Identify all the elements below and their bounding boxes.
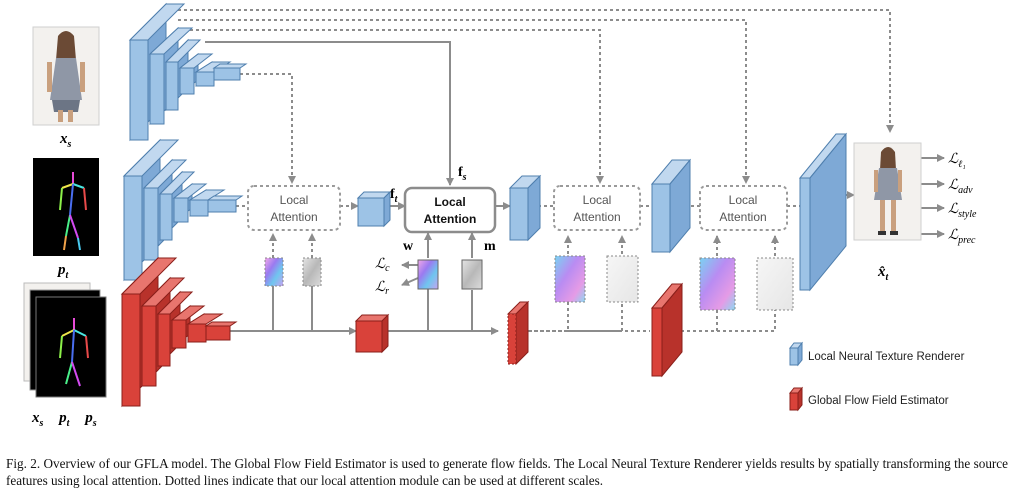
caption-text: Overview of our GFLA model. The Global F… xyxy=(6,456,1009,488)
loss-l1: ℒℓ₁ xyxy=(948,152,966,170)
legend-blue: Local Neural Texture Renderer xyxy=(788,341,965,367)
flow-block-red-3 xyxy=(650,282,684,378)
legend-red: Global Flow Field Estimator xyxy=(788,386,949,412)
local-attention-main: Local Attention xyxy=(403,186,497,234)
label-m: m xyxy=(484,239,496,254)
flow-field-medium xyxy=(554,255,586,303)
flow-encoder-red xyxy=(120,256,238,408)
svg-text:Attention: Attention xyxy=(270,210,317,224)
gfla-architecture-diagram: xs pt xs xyxy=(23,2,977,430)
loss-lr: ℒr xyxy=(375,280,389,297)
svg-text:Local: Local xyxy=(434,195,465,209)
target-encoder-blue xyxy=(122,138,244,282)
local-attention-dashed-3: Local Attention xyxy=(699,185,788,231)
feature-block-decoder1 xyxy=(508,174,542,242)
flow-block-red-2 xyxy=(506,300,530,366)
enc1-layer2 xyxy=(148,26,194,126)
target-pose-pt xyxy=(33,158,99,256)
svg-text:Local: Local xyxy=(280,193,309,207)
loss-adv: ℒadv xyxy=(948,178,973,196)
flow-field-small-1 xyxy=(264,257,284,287)
svg-text:Attention: Attention xyxy=(719,210,766,224)
caption-fig-label: Fig. 2. xyxy=(6,456,41,471)
loss-lc: ℒc xyxy=(375,257,390,274)
label-xs: xs xyxy=(59,131,72,150)
svg-text:Local: Local xyxy=(729,193,758,207)
local-attention-dashed-1: Local Attention xyxy=(247,185,341,231)
feature-block-decoder3 xyxy=(798,132,848,292)
figure-caption: Fig. 2. Overview of our GFLA model. The … xyxy=(6,455,1008,489)
flow-block-red-1 xyxy=(354,313,390,354)
solid-connections xyxy=(205,41,945,335)
flow-field-w xyxy=(417,259,439,290)
enc1-layer6 xyxy=(212,63,248,81)
loss-prec: ℒprec xyxy=(948,228,976,246)
source-image-xs xyxy=(32,26,100,126)
input-stack xyxy=(23,282,107,398)
feature-block-ft xyxy=(356,190,392,228)
label-pt: pt xyxy=(56,262,70,281)
svg-text:Attention: Attention xyxy=(573,210,620,224)
label-xt-hat: x̂t xyxy=(877,264,890,283)
output-image-xt xyxy=(853,142,922,241)
local-attention-dashed-2: Local Attention xyxy=(553,185,641,231)
source-encoder-blue xyxy=(128,2,248,142)
label-w: w xyxy=(403,239,414,254)
label-stack: xs pt ps xyxy=(31,410,97,430)
enc1-layer4 xyxy=(178,52,214,96)
label-fs: fs xyxy=(458,165,467,183)
svg-text:Local: Local xyxy=(583,193,612,207)
svg-text:Local Neural Texture Renderer: Local Neural Texture Renderer xyxy=(808,351,965,363)
flow-field-large xyxy=(699,257,736,311)
svg-text:Attention: Attention xyxy=(424,212,477,226)
loss-style: ℒstyle xyxy=(948,202,977,220)
mask-large xyxy=(756,257,794,311)
feature-block-decoder2 xyxy=(650,158,692,254)
mask-m xyxy=(461,259,483,290)
svg-text:Global Flow Field Estimator: Global Flow Field Estimator xyxy=(808,395,949,407)
label-ft: ft xyxy=(390,187,399,205)
mask-medium xyxy=(606,255,639,303)
mask-small-1 xyxy=(302,257,322,287)
